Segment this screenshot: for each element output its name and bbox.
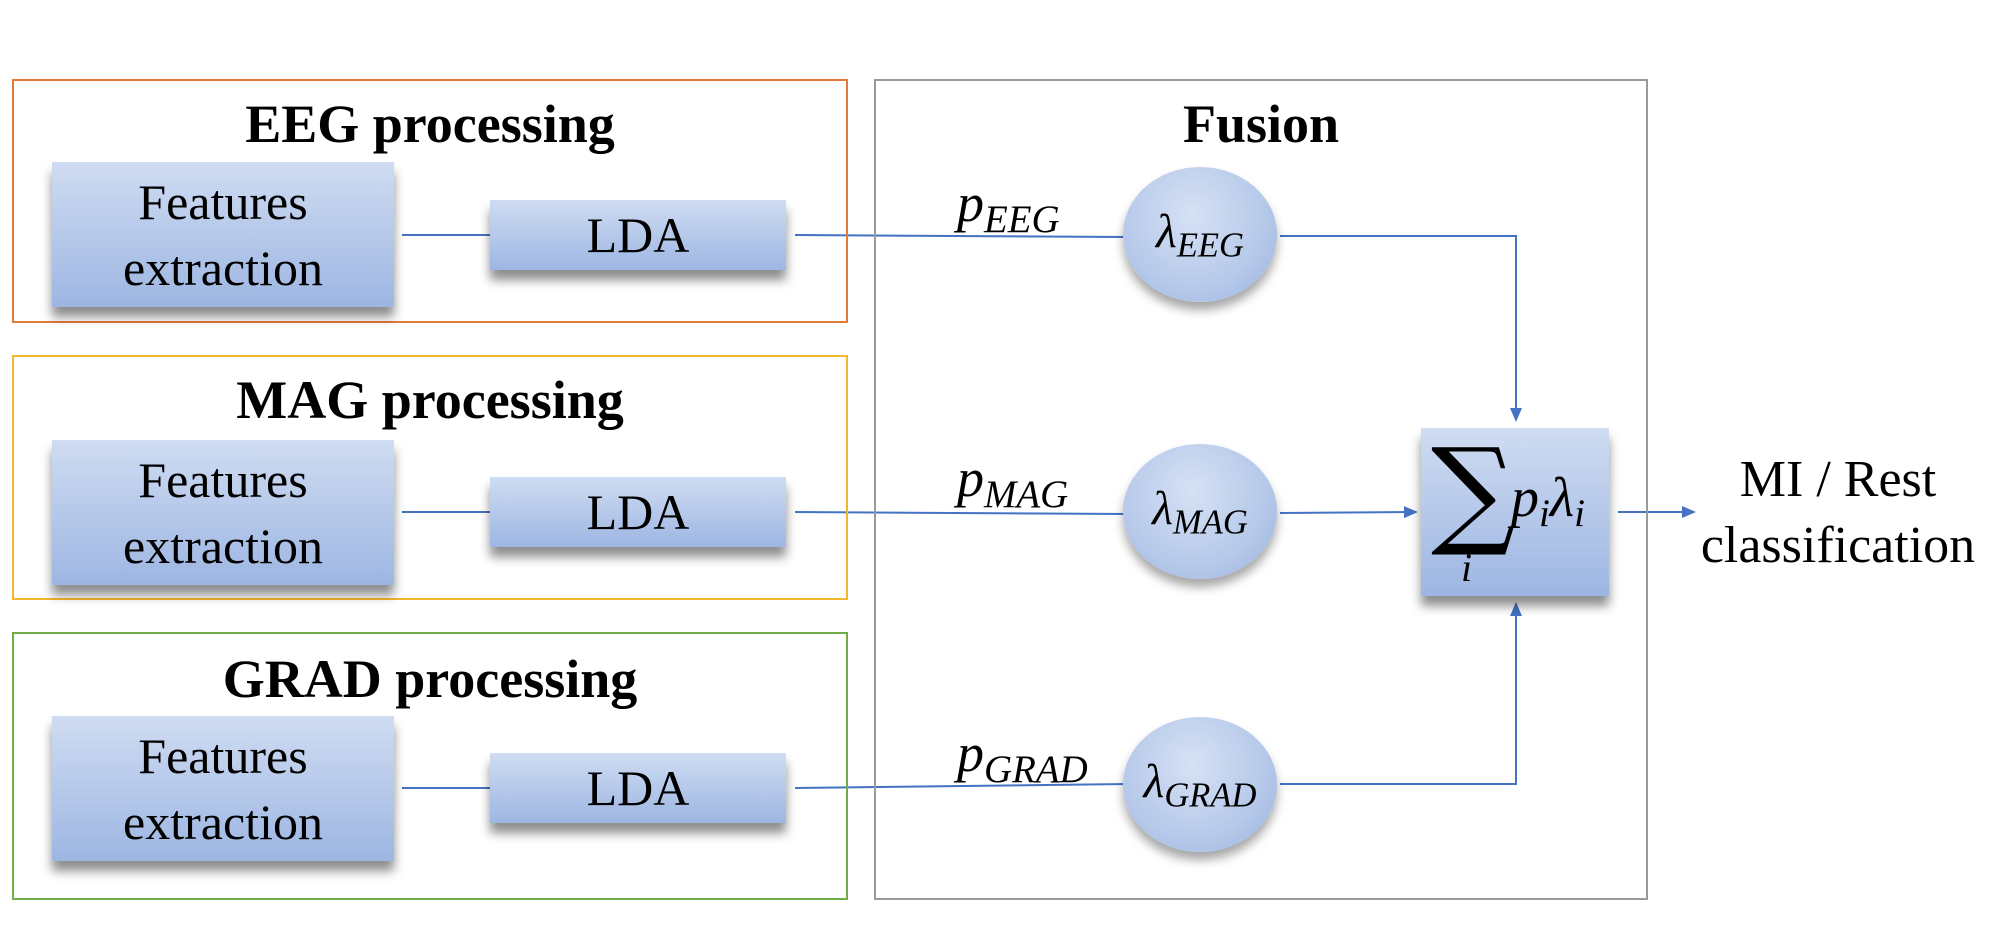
p-mag-label: pMAG xyxy=(957,448,1069,516)
mag-processing-panel: MAG processing xyxy=(12,355,848,600)
features-line1: Features xyxy=(138,727,308,784)
eeg-processing-panel: EEG processing xyxy=(12,79,848,323)
eeg-panel-title: EEG processing xyxy=(245,94,615,154)
features-line2: extraction xyxy=(123,517,323,574)
grad-features-extraction-block: Features extraction xyxy=(52,716,394,861)
lambda-mag-node: λMAG xyxy=(1123,444,1277,579)
wire-grad-weight-to-sum xyxy=(1280,602,1522,785)
weighted-sum-block: ∑ i piλi xyxy=(1421,428,1609,596)
grad-panel-title: GRAD processing xyxy=(222,649,638,709)
features-line1: Features xyxy=(138,173,308,230)
fusion-panel: Fusion xyxy=(874,79,1648,900)
wire-eeg-lda-to-weight xyxy=(794,234,1129,238)
grad-processing-panel: GRAD processing xyxy=(12,632,848,900)
features-line2: extraction xyxy=(123,239,323,296)
eeg-lda-block: LDA xyxy=(490,200,786,270)
features-line2: extraction xyxy=(123,793,323,850)
output-line2: classification xyxy=(1700,517,1976,574)
lambda-grad-node: λGRAD xyxy=(1123,717,1277,852)
sum-index: i xyxy=(1461,545,1473,590)
eeg-features-extraction-block: Features extraction xyxy=(52,162,394,307)
mag-features-extraction-block: Features extraction xyxy=(52,440,394,585)
mag-lda-block: LDA xyxy=(490,477,786,547)
p-grad-label: pGRAD xyxy=(957,723,1088,791)
sum-operator: ∑ xyxy=(1431,422,1516,560)
features-line1: Features xyxy=(138,451,308,508)
lda-label: LDA xyxy=(586,484,690,540)
wire-mag-lda-to-weight xyxy=(794,511,1129,515)
lambda-eeg-node: λEEG xyxy=(1123,167,1277,302)
sum-term: piλi xyxy=(1511,467,1586,535)
output-label: MI / Rest classification xyxy=(1688,447,1988,579)
wire-mag-weight-to-sum xyxy=(1279,506,1418,519)
grad-lda-block: LDA xyxy=(490,753,786,823)
wire-grad-lda-to-weight xyxy=(794,783,1129,789)
p-eeg-label: pEEG xyxy=(957,173,1060,241)
lda-label: LDA xyxy=(586,207,690,263)
output-line1: MI / Rest xyxy=(1739,451,1937,508)
fusion-panel-title: Fusion xyxy=(1182,94,1340,154)
lda-label: LDA xyxy=(586,760,690,816)
mag-panel-title: MAG processing xyxy=(236,370,624,430)
wire-eeg-weight-to-sum xyxy=(1280,235,1522,422)
